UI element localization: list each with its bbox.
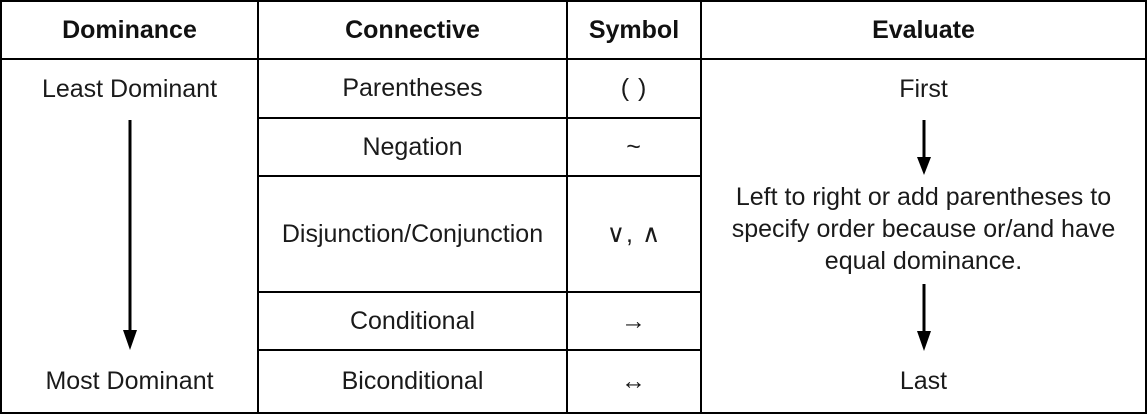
evaluate-column: First Left to right or add parentheses t… (702, 60, 1145, 412)
header-dominance: Dominance (2, 2, 259, 60)
header-evaluate: Evaluate (702, 2, 1145, 60)
symbol-parentheses: ( ) (568, 60, 702, 119)
evaluate-first-label: First (899, 75, 948, 103)
connective-disjunction-conjunction: Disjunction/Conjunction (259, 177, 568, 293)
evaluate-middle-line-3: equal dominance. (824, 247, 1023, 275)
evaluate-middle-text: Left to right or add parentheses to spec… (732, 175, 1116, 283)
down-arrow-icon (916, 120, 931, 175)
most-dominant-label: Most Dominant (45, 367, 214, 395)
symbol-biconditional: ↔ (568, 351, 702, 412)
down-arrow-icon (916, 284, 931, 351)
symbol-negation: ~ (568, 119, 702, 177)
symbol-conditional: → (568, 293, 702, 351)
connective-biconditional: Biconditional (259, 351, 568, 412)
evaluate-middle-line-1: Left to right or add parentheses to (735, 183, 1112, 211)
dominance-column: Least Dominant Most Dominant (2, 60, 259, 412)
connective-conditional: Conditional (259, 293, 568, 351)
dominance-arrow-area (2, 119, 257, 351)
header-symbol: Symbol (568, 2, 702, 60)
evaluate-last-label: Last (899, 367, 948, 395)
evaluate-middle-area: Left to right or add parentheses to spec… (702, 119, 1145, 351)
header-connective: Connective (259, 2, 568, 60)
symbol-disjunction-conjunction: ∨, ∧ (568, 177, 702, 293)
down-arrow-icon (122, 120, 137, 350)
connective-parentheses: Parentheses (259, 60, 568, 119)
least-dominant-label: Least Dominant (41, 75, 218, 103)
connective-negation: Negation (259, 119, 568, 177)
evaluate-middle-line-2: specify order because or/and have (731, 215, 1116, 243)
